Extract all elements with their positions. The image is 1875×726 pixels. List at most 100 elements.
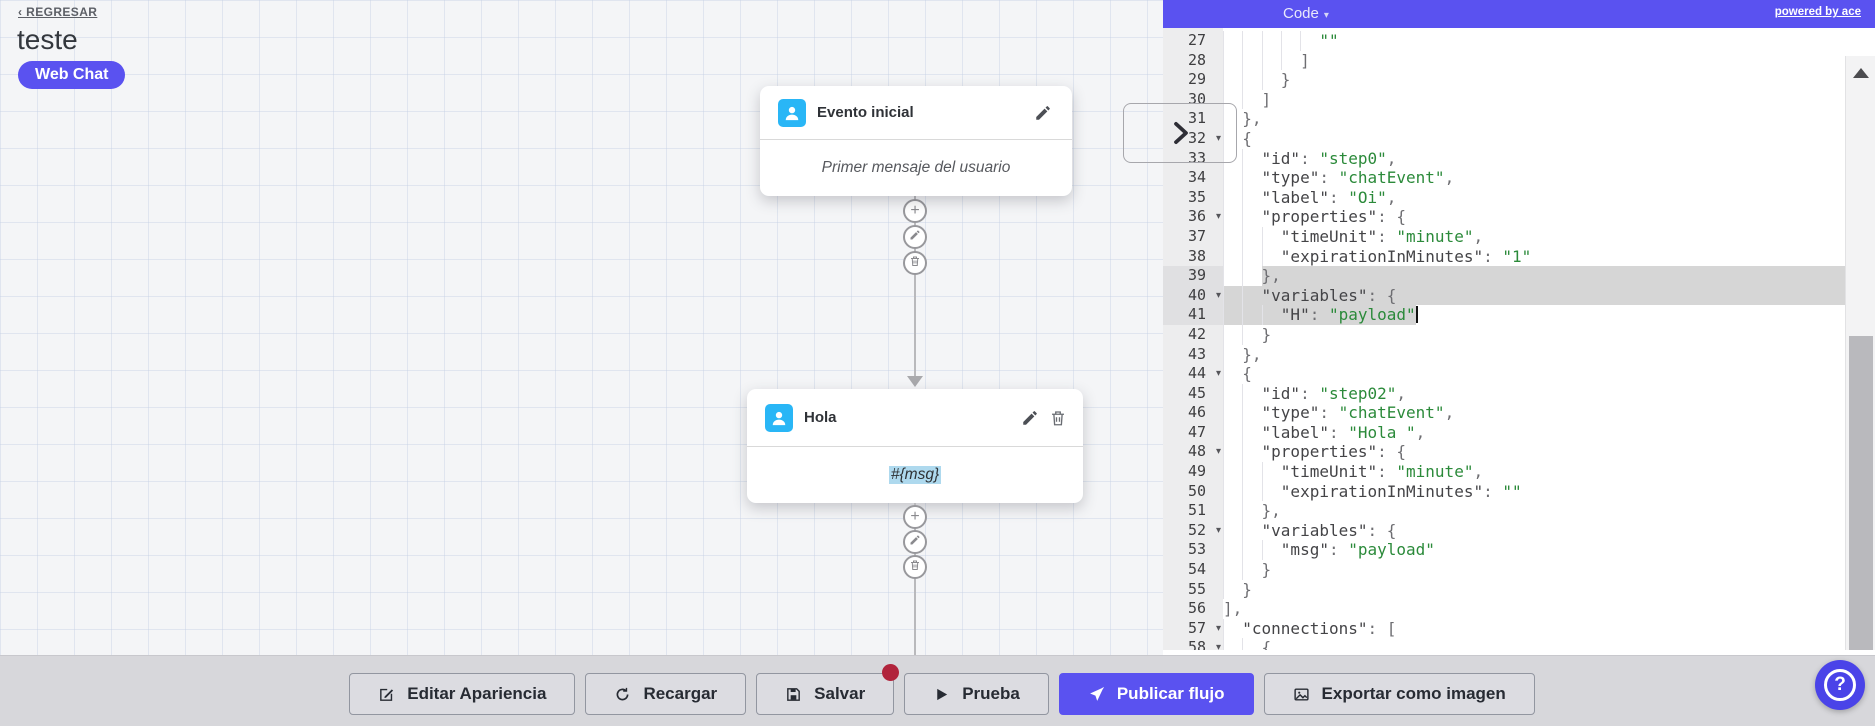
node-header: Hola bbox=[747, 389, 1083, 447]
code-punct: : bbox=[1377, 462, 1397, 482]
indent-guide bbox=[1261, 31, 1263, 51]
code-key: "expirationInMinutes" bbox=[1280, 246, 1484, 266]
fold-arrow-icon[interactable]: ▾ bbox=[1215, 622, 1221, 634]
fold-arrow-icon[interactable]: ▾ bbox=[1215, 446, 1221, 458]
code-mode-dropdown[interactable]: Code▾ bbox=[1283, 5, 1329, 22]
edit-icon bbox=[378, 686, 395, 703]
indent-guide bbox=[1223, 50, 1224, 71]
code-punct: : { bbox=[1367, 285, 1397, 305]
reload-button[interactable]: Recargar bbox=[585, 673, 747, 715]
editor-content[interactable]: "" ] } ] }, { "id": "step0", "type": "ch… bbox=[1223, 28, 1845, 650]
indent-guide bbox=[1223, 128, 1224, 149]
flow-canvas[interactable]: ‹ REGRESAR teste Web Chat + Evento inici… bbox=[0, 0, 1163, 655]
code-string: "payload" bbox=[1328, 305, 1416, 325]
edit-node-button[interactable] bbox=[1034, 104, 1052, 122]
collapse-code-panel-button[interactable] bbox=[1123, 103, 1237, 163]
publish-button[interactable]: Publicar flujo bbox=[1058, 673, 1254, 715]
add-step-button[interactable]: + bbox=[903, 505, 927, 529]
code-key: "label" bbox=[1261, 422, 1329, 442]
selection-highlight bbox=[1223, 305, 1416, 325]
save-icon bbox=[785, 686, 802, 703]
editor-scrollbar[interactable] bbox=[1845, 56, 1875, 650]
node-hola[interactable]: Hola #{msg} bbox=[747, 389, 1083, 503]
save-button[interactable]: Salvar bbox=[756, 664, 900, 715]
channel-badge: Web Chat bbox=[18, 61, 126, 89]
indent-guide bbox=[1223, 364, 1224, 384]
indent-guide bbox=[1280, 50, 1282, 71]
code-line: } bbox=[1223, 560, 1845, 580]
back-link[interactable]: ‹ REGRESAR bbox=[18, 5, 98, 19]
code-punct: { bbox=[1242, 128, 1252, 148]
code-line: { bbox=[1223, 128, 1845, 149]
indent-guide bbox=[1261, 226, 1263, 247]
plus-icon: + bbox=[910, 202, 920, 219]
code-string: "chatEvent" bbox=[1338, 168, 1445, 188]
indent-guide bbox=[1223, 520, 1224, 541]
code-punct: : bbox=[1328, 187, 1349, 207]
indent-guide bbox=[1223, 266, 1224, 286]
selection-highlight bbox=[1261, 266, 1845, 286]
code-line: "id": "step02", bbox=[1223, 383, 1845, 404]
edit-appearance-button[interactable]: Editar Apariencia bbox=[349, 673, 576, 715]
fold-arrow-icon[interactable]: ▾ bbox=[1215, 211, 1221, 223]
code-punct: : [ bbox=[1367, 618, 1397, 638]
fold-arrow-icon[interactable]: ▾ bbox=[1215, 132, 1221, 144]
node-evento-inicial[interactable]: Evento inicial Primer mensaje del usuari… bbox=[760, 86, 1072, 196]
scrollbar-thumb[interactable] bbox=[1849, 336, 1873, 650]
code-key: "expirationInMinutes" bbox=[1280, 481, 1484, 501]
question-mark-icon: ? bbox=[1824, 669, 1856, 701]
export-image-button[interactable]: Exportar como imagen bbox=[1263, 673, 1535, 715]
code-line: "msg": "payload" bbox=[1223, 540, 1845, 561]
code-string: "minute" bbox=[1396, 226, 1474, 246]
node-title: Hola bbox=[804, 409, 837, 426]
code-line: ] bbox=[1223, 89, 1845, 110]
test-button[interactable]: Prueba bbox=[904, 673, 1049, 715]
code-punct: }, bbox=[1261, 266, 1281, 286]
indent-guide bbox=[1223, 481, 1224, 502]
code-line: }, bbox=[1223, 501, 1845, 521]
code-string: "Hola " bbox=[1348, 422, 1416, 442]
indent-guide bbox=[1223, 70, 1224, 90]
indent-guide bbox=[1261, 70, 1263, 90]
fold-arrow-icon[interactable]: ▾ bbox=[1215, 368, 1221, 380]
code-string: "" bbox=[1502, 481, 1522, 501]
code-punct: : bbox=[1319, 168, 1339, 188]
code-line: }, bbox=[1223, 344, 1845, 365]
code-line: }, bbox=[1223, 266, 1845, 286]
gutter-line-number: 32▾ bbox=[1187, 128, 1221, 147]
powered-by-ace-link[interactable]: powered by ace bbox=[1774, 6, 1861, 18]
fold-arrow-icon[interactable]: ▾ bbox=[1215, 289, 1221, 301]
node-body-text: Primer mensaje del usuario bbox=[821, 159, 1011, 176]
code-punct: ], bbox=[1223, 599, 1243, 619]
code-punct: } bbox=[1242, 579, 1252, 599]
code-line: "label": "Hola ", bbox=[1223, 422, 1845, 443]
add-step-button[interactable]: + bbox=[903, 199, 927, 223]
scroll-up-icon[interactable] bbox=[1853, 68, 1869, 78]
edit-connection-button[interactable] bbox=[903, 530, 927, 554]
edit-connection-button[interactable] bbox=[903, 225, 927, 249]
gutter-line-number: 56 bbox=[1187, 599, 1206, 618]
indent-guide bbox=[1223, 344, 1224, 365]
delete-node-button[interactable] bbox=[1049, 409, 1067, 427]
node-title: Evento inicial bbox=[817, 104, 914, 121]
delete-connection-button[interactable] bbox=[903, 251, 927, 275]
delete-connection-button[interactable] bbox=[903, 555, 927, 579]
code-line: "variables": { bbox=[1223, 520, 1845, 541]
indent-guide bbox=[1242, 148, 1244, 169]
connector-arrow-icon bbox=[907, 376, 923, 387]
gutter-line-number: 58▾ bbox=[1163, 638, 1223, 650]
code-punct: ] bbox=[1261, 89, 1272, 109]
code-line: ], bbox=[1223, 599, 1845, 619]
help-button[interactable]: ? bbox=[1815, 660, 1865, 710]
code-punct: }, bbox=[1242, 344, 1262, 364]
gutter-line-number: 52▾ bbox=[1187, 520, 1221, 539]
fold-arrow-icon[interactable]: ▾ bbox=[1215, 524, 1221, 536]
edit-node-button[interactable] bbox=[1021, 409, 1039, 427]
code-punct: : bbox=[1328, 540, 1349, 560]
code-punct: : { bbox=[1377, 442, 1407, 462]
indent-guide bbox=[1242, 481, 1244, 502]
code-punct: , bbox=[1444, 168, 1455, 188]
gutter-line-number: 41 bbox=[1163, 305, 1223, 325]
fold-arrow-icon[interactable]: ▾ bbox=[1215, 642, 1221, 650]
